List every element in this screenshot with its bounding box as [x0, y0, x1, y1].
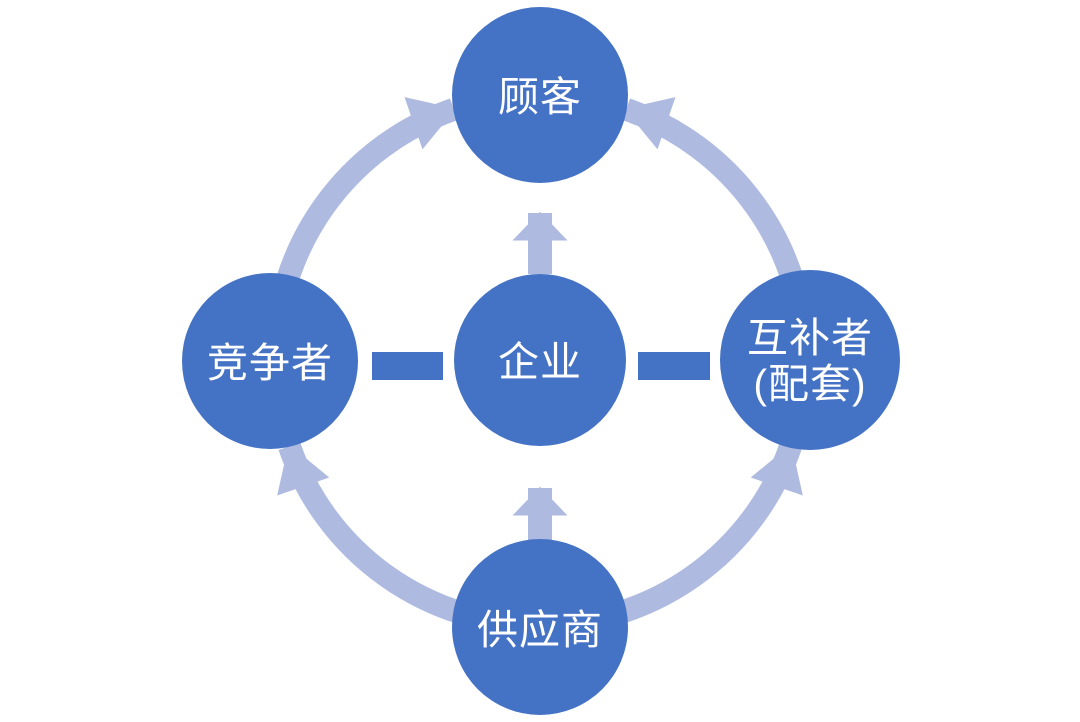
- nodes: [182, 7, 900, 715]
- dash-competitor-company: [372, 352, 443, 380]
- node-company-label: 企业: [498, 339, 582, 385]
- node-complementor-sublabel: (配套): [753, 361, 866, 407]
- dash-connectors: [372, 352, 710, 380]
- node-supplier: [452, 539, 628, 715]
- node-competitor-label: 竞争者: [207, 340, 333, 386]
- dash-company-complementor: [638, 352, 710, 380]
- node-complementor: [720, 270, 900, 450]
- node-labels: 顾客 竞争者 企业 互补者 (配套) 供应商: [207, 74, 873, 653]
- node-complementor-label: 互补者: [747, 315, 873, 361]
- node-company: [454, 274, 626, 446]
- node-competitor: [182, 273, 358, 449]
- node-supplier-label: 供应商: [477, 607, 603, 653]
- node-customer: [452, 7, 628, 183]
- node-customer-label: 顾客: [498, 74, 582, 120]
